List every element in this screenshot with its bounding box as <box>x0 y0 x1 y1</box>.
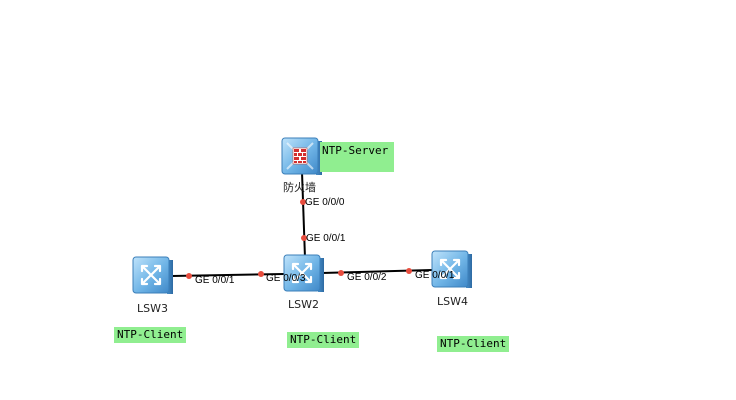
device-label-lsw2: LSW2 <box>288 298 319 311</box>
port-label-lsw2-ge002: GE 0/0/2 <box>347 272 387 283</box>
link-firewall-lsw2 <box>301 171 306 259</box>
device-label-lsw4: LSW4 <box>437 295 468 308</box>
port-dot-lsw2-ge002 <box>338 270 344 276</box>
port-label-lsw3-ge001: GE 0/0/1 <box>195 275 235 286</box>
ntp-client-tag-lsw2: NTP-Client <box>287 332 360 348</box>
device-label-firewall: 防火墙 <box>283 181 316 194</box>
port-label-fw-ge000: GE 0/0/0 <box>305 197 345 208</box>
switch-icon[interactable] <box>283 254 324 292</box>
port-label-lsw2-ge003: GE 0/0/3 <box>266 273 306 284</box>
ntp-client-tag-lsw4: NTP-Client <box>437 336 510 352</box>
ntp-client-tag-lsw3: NTP-Client <box>114 327 187 343</box>
firewall-icon[interactable] <box>281 137 322 175</box>
ntp-server-tag: NTP-Server <box>320 142 394 172</box>
port-label-lsw4-ge001: GE 0/0/1 <box>415 270 455 281</box>
port-dot-lsw2-ge001 <box>301 235 307 241</box>
switch-icon[interactable] <box>431 250 472 288</box>
port-dot-lsw2-ge003 <box>258 271 264 277</box>
port-dot-fw-ge000 <box>300 199 306 205</box>
port-dot-lsw3-ge001 <box>186 273 192 279</box>
port-label-lsw2-ge001: GE 0/0/1 <box>306 233 346 244</box>
device-label-lsw3: LSW3 <box>137 302 168 315</box>
switch-icon[interactable] <box>132 256 173 294</box>
port-dot-lsw4-ge001 <box>406 268 412 274</box>
